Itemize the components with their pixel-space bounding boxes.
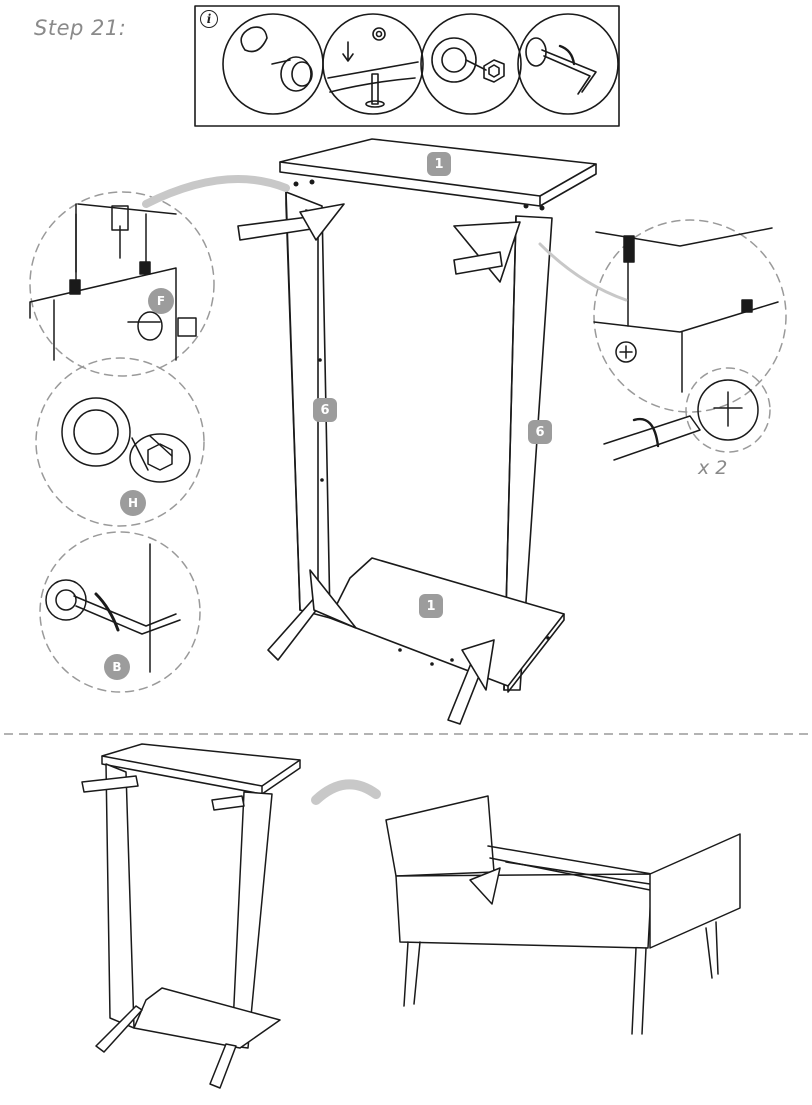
part-label-right-side: 6 [528,420,552,444]
info-detail-bolt [420,13,522,115]
callout-f-drawing [29,191,215,377]
detail-label-f: F [148,288,174,314]
curved-arrow [311,779,381,805]
leader-arrow [142,175,290,208]
info-detail-pin [322,13,424,115]
step-title: Step 21: [34,16,127,40]
detail-label-b: B [104,654,130,680]
info-strip-frame [194,5,620,127]
part-label-top-panel: 1 [427,152,451,176]
part-label-left-side: 6 [313,398,337,422]
info-icon: i [200,10,218,28]
part-label-bottom-panel: 1 [419,594,443,618]
callout-screwdriver-drawing [593,219,787,461]
leader-line-right [538,242,628,302]
callout-b-drawing [39,531,201,693]
holes-drawing [293,179,550,666]
callout-h-drawing [35,357,205,527]
legs-drawing [237,203,521,725]
small-frame-drawing [81,743,301,1089]
quantity-multiplier: x 2 [698,457,728,479]
info-detail-allen-key [517,13,619,115]
detail-label-h: H [120,490,146,516]
right-side-panel-drawing [503,215,553,691]
bed-drawing [385,795,741,1035]
